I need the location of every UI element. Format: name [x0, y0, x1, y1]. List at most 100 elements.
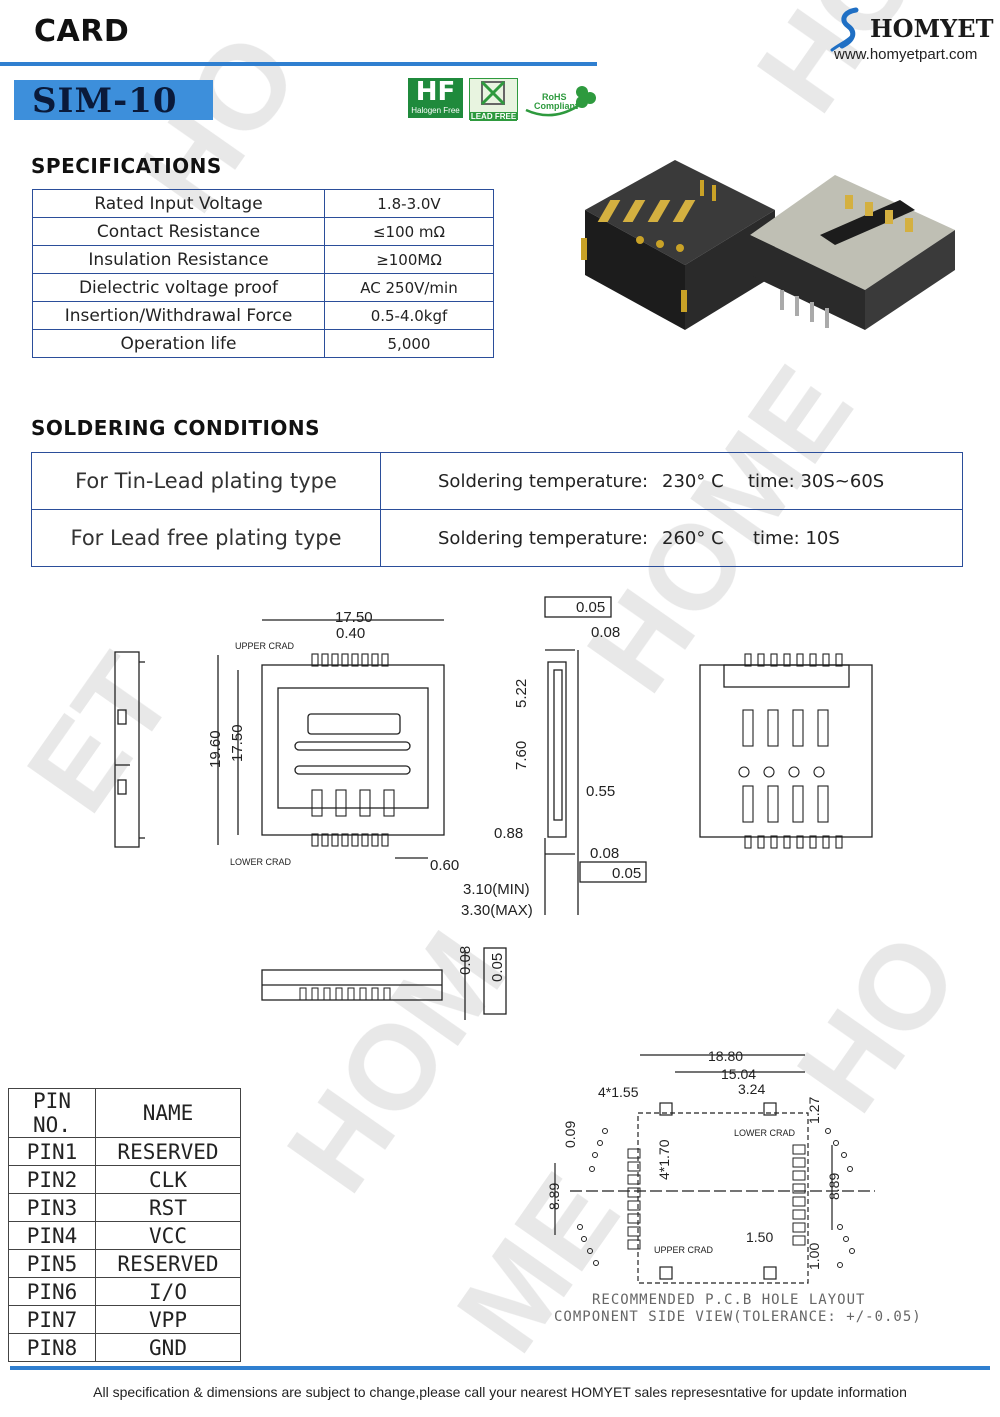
side-flat-top: 0.05: [576, 599, 605, 616]
soldering-temp-value: 230° C: [662, 470, 724, 492]
pin-name: RESERVED: [95, 1137, 241, 1166]
category-title: CARD: [34, 14, 130, 49]
pin-header-name: NAME: [95, 1088, 241, 1138]
technical-drawing: 17.50 0.40 UPPER CRAD LOWER CRAD 0.60 19…: [114, 596, 873, 1020]
table-row: PIN NO.NAME: [8, 1088, 241, 1138]
pcb-dim-100: 1.00: [806, 1242, 822, 1270]
soldering-time: time: 10S: [753, 527, 840, 549]
top-view-drawing: [217, 619, 445, 859]
pin-name: CLK: [95, 1165, 241, 1194]
side-dim-088: 0.88: [494, 825, 523, 842]
pin-number: PIN3: [8, 1193, 96, 1222]
spec-name: Rated Input Voltage: [32, 189, 325, 218]
side-dim-522: 5.22: [513, 679, 530, 708]
pin-number: PIN4: [8, 1221, 96, 1250]
pin-name: RST: [95, 1193, 241, 1222]
front-flat: 0.05: [489, 953, 506, 982]
halogen-free-label: Halogen Free: [411, 106, 460, 115]
side-dim-760: 7.60: [513, 741, 530, 770]
spec-value: 5,000: [324, 329, 494, 358]
side-height-max: 3.30(MAX): [461, 902, 533, 919]
table-row: Contact Resistance≤100 mΩ: [32, 217, 494, 246]
specifications-title: SPECIFICATIONS: [31, 154, 222, 178]
header-divider: [0, 62, 597, 66]
dim-width: 17.50: [335, 609, 373, 626]
spec-value: 1.8-3.0V: [324, 189, 494, 218]
table-row: For Tin-Lead plating type Soldering temp…: [31, 452, 963, 510]
lower-crad-label: LOWER CRAD: [230, 857, 292, 867]
rohs-leaf-icon: [525, 86, 596, 117]
brand-name: HOMYET: [870, 14, 994, 43]
model-number: SIM-10: [32, 81, 178, 121]
pcb-dim-127: 1.27: [806, 1096, 822, 1124]
soldering-time: time: 30S~60S: [748, 470, 885, 492]
rohs-sub-label: Compliant: [534, 101, 578, 111]
plating-type: For Lead free plating type: [31, 509, 381, 567]
pcb-dim-170: 4*1.70: [656, 1139, 672, 1180]
side-flat-bottom: 0.05: [612, 865, 641, 882]
pcb-dim-009: 0.09: [562, 1120, 578, 1148]
dim-height-inner: 17.50: [229, 724, 246, 762]
spec-value: AC 250V/min: [324, 273, 494, 302]
pcb-upper-crad-label: UPPER CRAD: [654, 1245, 714, 1255]
homyet-logo-icon: [830, 7, 859, 52]
spec-value: ≥100MΩ: [324, 245, 494, 274]
soldering-title: SOLDERING CONDITIONS: [31, 416, 321, 440]
side-gap-bottom: 0.08: [590, 845, 619, 862]
front-gap: 0.08: [457, 946, 474, 975]
spec-value: 0.5-4.0kgf: [324, 301, 494, 330]
pcb-caption-title: RECOMMENDED P.C.B HOLE LAYOUT: [592, 1292, 866, 1308]
side-gap-top: 0.08: [591, 624, 620, 641]
pcb-dim-155: 4*1.55: [598, 1084, 639, 1100]
pcb-dim-1880: 18.80: [708, 1048, 744, 1064]
spec-name: Insertion/Withdrawal Force: [32, 301, 325, 330]
front-view-drawing: [261, 947, 507, 1020]
side-section-drawing: [544, 596, 647, 915]
pin-name: VCC: [95, 1221, 241, 1250]
pin-name: VPP: [95, 1305, 241, 1334]
table-row: For Lead free plating type Soldering tem…: [31, 509, 963, 567]
connector-black-illustration: [581, 160, 775, 330]
pin-number: PIN1: [8, 1137, 96, 1166]
pcb-dim-889-left: 8.89: [546, 1182, 562, 1210]
dim-height-outer: 19.60: [207, 730, 224, 768]
pcb-layout-drawing: [554, 1054, 875, 1284]
spec-value: ≤100 mΩ: [324, 217, 494, 246]
footer-divider: [10, 1366, 990, 1370]
side-view-left: [114, 651, 145, 848]
hf-icon: HF: [415, 77, 456, 107]
model-badge: [14, 80, 213, 120]
upper-crad-label: UPPER CRAD: [235, 641, 295, 651]
pin-number: PIN5: [8, 1249, 96, 1278]
pin-name: GND: [95, 1333, 241, 1362]
pcb-dim-150: 1.50: [746, 1229, 774, 1245]
pin-number: PIN6: [8, 1277, 96, 1306]
rohs-badge: RoHS Compliant: [522, 80, 598, 120]
spec-name: Insulation Resistance: [32, 245, 325, 274]
side-dim-055: 0.55: [586, 783, 615, 800]
pin-name: I/O: [95, 1277, 241, 1306]
bottom-view-drawing: [699, 653, 873, 849]
website-link[interactable]: www.homyetpart.com: [834, 46, 978, 63]
dim-pin: 0.60: [430, 857, 459, 874]
pcb-dim-889-right: 8.89: [826, 1172, 842, 1200]
footer-disclaimer: All specification & dimensions are subje…: [93, 1384, 907, 1400]
table-row: Insulation Resistance≥100MΩ: [32, 245, 494, 274]
soldering-temp-value: 260° C: [662, 527, 724, 549]
halogen-free-badge: HF Halogen Free: [408, 78, 463, 118]
lead-free-badge: LEAD FREE: [469, 78, 518, 121]
pin-name: RESERVED: [95, 1249, 241, 1278]
pcb-caption-subtitle: COMPONENT SIDE VIEW(TOLERANCE: +/-0.05): [554, 1309, 922, 1325]
